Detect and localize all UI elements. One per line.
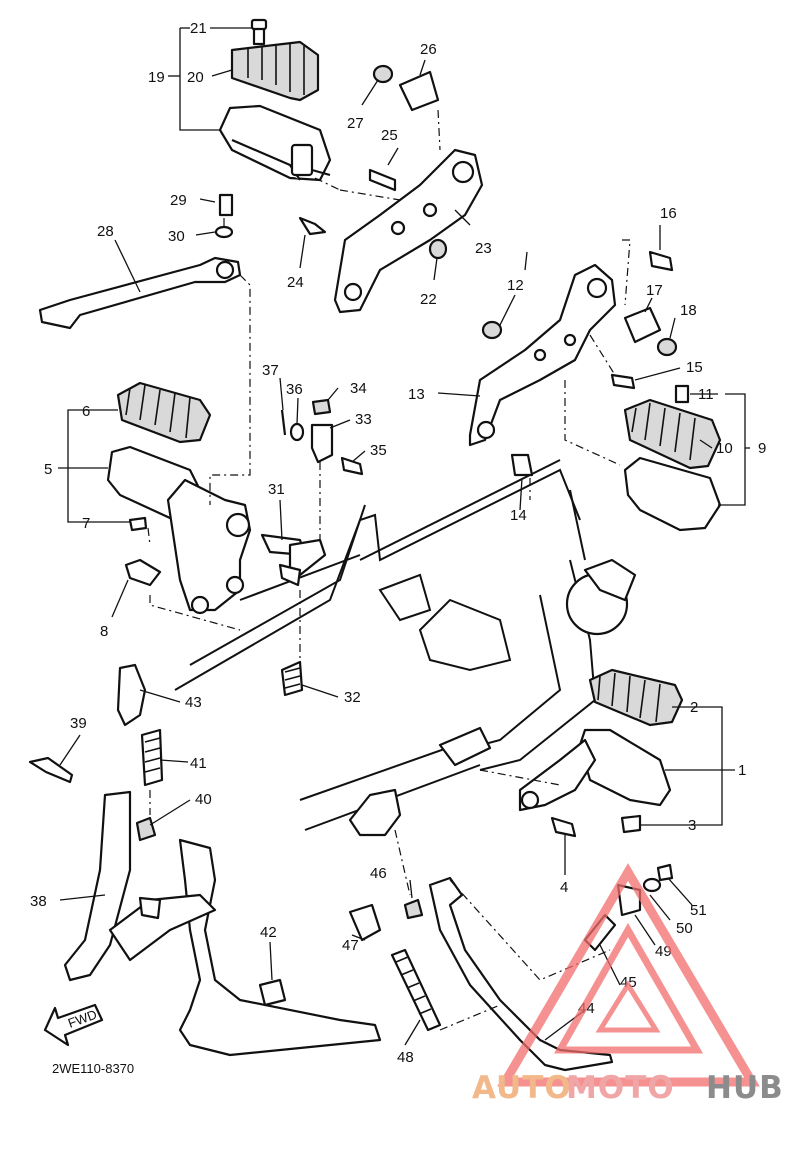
label-48: 48	[397, 1049, 414, 1066]
watermark-auto: AUTO	[472, 1070, 572, 1106]
shift-linkage	[260, 398, 364, 697]
label-2: 2	[690, 699, 698, 716]
side-stand	[348, 863, 674, 1072]
label-22: 22	[420, 291, 437, 308]
watermark-hub: HUB	[706, 1070, 784, 1106]
label-4: 4	[560, 879, 568, 896]
footrest-bracket-rear	[298, 64, 484, 314]
label-9: 9	[758, 440, 766, 457]
label-18: 18	[680, 302, 697, 319]
automotohub-logo	[497, 863, 760, 1087]
assembly-lines	[147, 109, 631, 1031]
label-11: 11	[698, 386, 714, 403]
label-41: 41	[190, 755, 207, 772]
label-7: 7	[82, 515, 90, 532]
label-46: 46	[370, 865, 387, 882]
label-8: 8	[100, 623, 108, 640]
label-38: 38	[30, 893, 47, 910]
label-34: 34	[350, 380, 367, 397]
label-15: 15	[686, 359, 703, 376]
label-23: 23	[475, 240, 492, 257]
label-13: 13	[408, 386, 425, 403]
label-47: 47	[342, 937, 359, 954]
automotohub-wordmark: AUTO MOTO HUB	[472, 1070, 784, 1106]
label-3: 3	[688, 817, 696, 834]
label-16: 16	[660, 205, 677, 222]
label-27: 27	[347, 115, 364, 132]
label-37: 37	[262, 362, 279, 379]
main-stand	[28, 663, 382, 1057]
label-19: 19	[148, 69, 165, 86]
label-26: 26	[420, 41, 437, 58]
label-12: 12	[507, 277, 524, 294]
label-51: 51	[690, 902, 707, 919]
label-17: 17	[646, 282, 663, 299]
label-29: 29	[170, 192, 187, 209]
brake-pedal	[38, 193, 242, 330]
footrest-front-left	[106, 381, 252, 615]
label-39: 39	[70, 715, 87, 732]
label-1: 1	[738, 762, 746, 779]
footrest-bracket-right	[468, 250, 722, 532]
watermark-moto: MOTO	[566, 1070, 675, 1106]
label-14: 14	[510, 507, 527, 524]
label-25: 25	[381, 127, 398, 144]
label-50: 50	[676, 920, 693, 937]
leader-lines	[58, 27, 750, 1046]
label-28: 28	[97, 223, 114, 240]
label-42: 42	[260, 924, 277, 941]
footrest-front-right	[518, 668, 684, 838]
label-36: 36	[286, 381, 303, 398]
label-5: 5	[44, 461, 52, 478]
footrest-rear-left	[218, 18, 332, 182]
label-21: 21	[190, 20, 207, 37]
label-43: 43	[185, 694, 202, 711]
diagram-code: 2WE110-8370	[52, 1061, 134, 1076]
label-30: 30	[168, 228, 185, 245]
label-33: 33	[355, 411, 372, 428]
label-35: 35	[370, 442, 387, 459]
label-32: 32	[344, 689, 361, 706]
label-31: 31	[268, 481, 285, 498]
frame-outline	[174, 459, 637, 837]
label-24: 24	[287, 274, 304, 291]
label-6: 6	[82, 403, 90, 420]
fwd-arrow-icon: FWD	[43, 1003, 104, 1047]
label-20: 20	[187, 69, 204, 86]
label-10: 10	[716, 440, 733, 457]
label-40: 40	[195, 791, 212, 808]
